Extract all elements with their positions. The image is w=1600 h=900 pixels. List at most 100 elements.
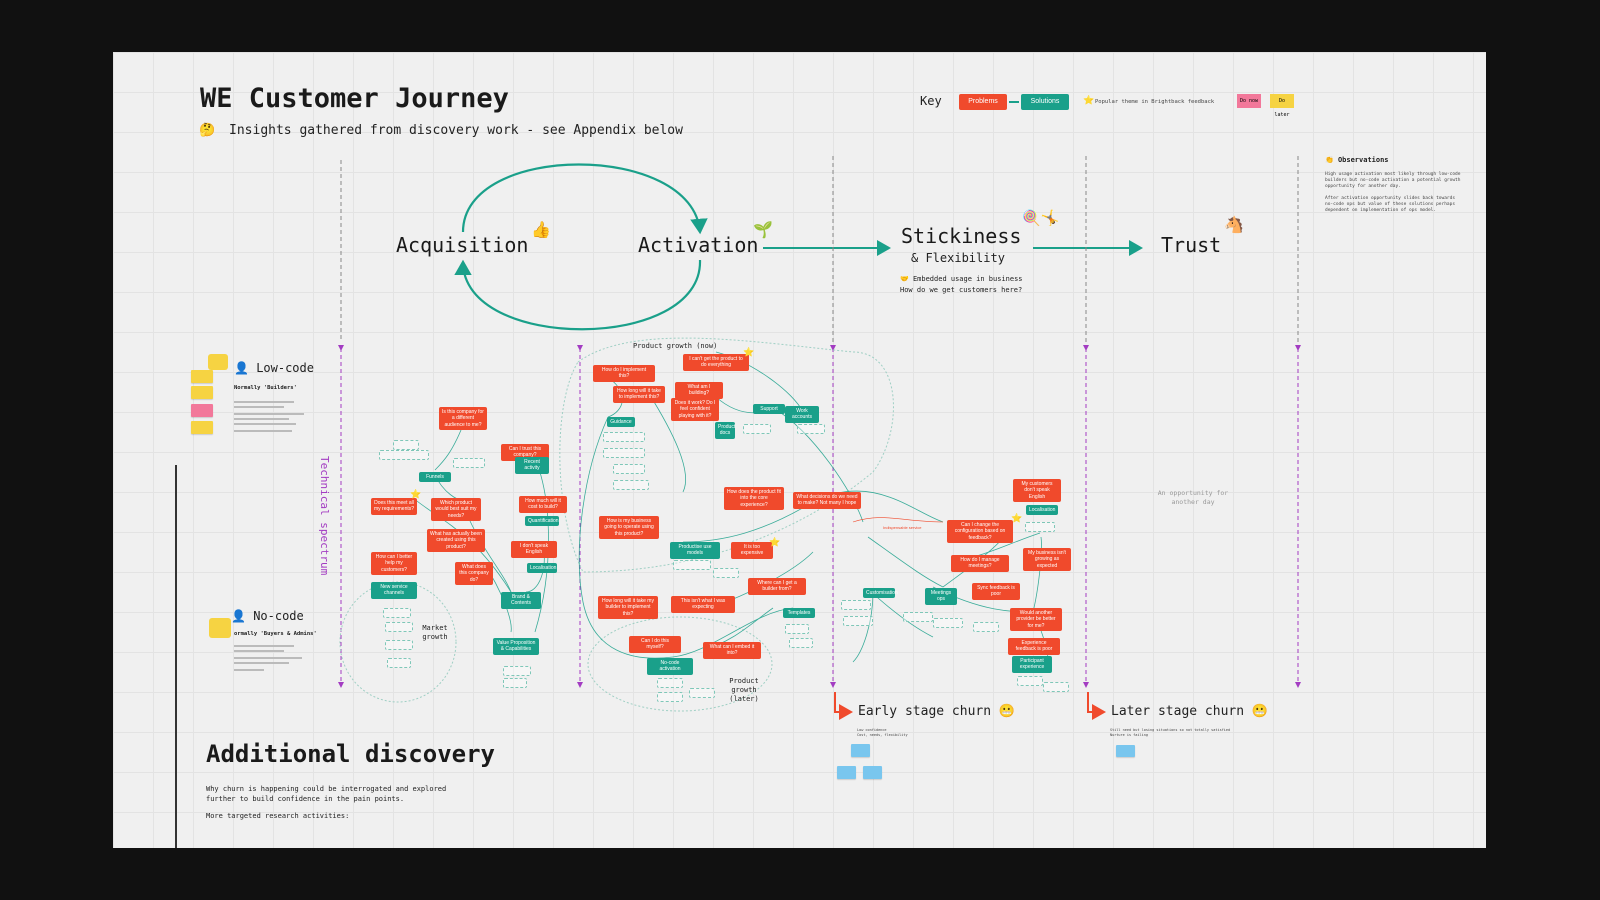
- stage-trust: Trust: [1161, 233, 1222, 257]
- sticky-note[interactable]: [191, 404, 213, 417]
- comment-icon[interactable]: [208, 354, 228, 370]
- placeholder-card[interactable]: [613, 480, 649, 490]
- problem-card[interactable]: Is this company for a different audience…: [439, 407, 487, 430]
- placeholder-card[interactable]: [743, 424, 771, 434]
- problem-card[interactable]: How long will it take my builder to impl…: [598, 596, 658, 619]
- comment-icon[interactable]: [209, 618, 231, 638]
- problem-card[interactable]: It is too expensive: [731, 542, 773, 559]
- placeholder-card[interactable]: [903, 612, 933, 622]
- problem-card[interactable]: Would another provider be better for me?: [1010, 608, 1062, 631]
- solution-card[interactable]: Localisation: [1026, 505, 1058, 516]
- solution-card[interactable]: Brand & Contents: [501, 592, 541, 609]
- solution-card[interactable]: Customisation: [863, 588, 898, 599]
- placeholder-card[interactable]: [1025, 522, 1055, 532]
- problem-card[interactable]: What am I building?: [675, 382, 723, 399]
- problem-card[interactable]: What decisions do we need to make? Not m…: [793, 492, 861, 509]
- sticky-note[interactable]: [851, 744, 870, 757]
- observations-title: 👏 Observations: [1325, 156, 1389, 164]
- placeholder-card[interactable]: [453, 458, 485, 468]
- solution-card[interactable]: No-code activation: [647, 658, 693, 675]
- early-stage-churn: Early stage churn 😬: [858, 704, 1016, 719]
- solution-card[interactable]: Meetings ops: [925, 588, 957, 605]
- solution-card[interactable]: Templates: [783, 608, 815, 619]
- placeholder-card[interactable]: [841, 600, 871, 610]
- problem-card[interactable]: How can I better help my customers?: [371, 552, 417, 575]
- person-icon: 👤: [234, 361, 249, 375]
- problem-card[interactable]: I can't get the product to do everything: [683, 354, 749, 371]
- placeholder-card[interactable]: [613, 464, 645, 474]
- cycle-bottom-arc: [454, 259, 702, 331]
- placeholder-card[interactable]: [673, 560, 711, 570]
- sticky-note[interactable]: [191, 370, 213, 383]
- clap-icon: 👏: [1325, 156, 1334, 164]
- sticky-note[interactable]: [863, 766, 882, 779]
- placeholder-card[interactable]: [603, 432, 645, 442]
- placeholder-card[interactable]: [797, 424, 825, 434]
- placeholder-card[interactable]: [379, 450, 429, 460]
- solution-card[interactable]: Product docs: [715, 422, 735, 439]
- solution-card[interactable]: Funnels: [419, 472, 451, 483]
- placeholder-card[interactable]: [1017, 676, 1043, 686]
- solution-card[interactable]: Localisation: [527, 563, 557, 574]
- problem-card[interactable]: What has actually been created using thi…: [427, 529, 485, 552]
- placeholder-card[interactable]: [843, 616, 873, 626]
- placeholder-card[interactable]: [603, 448, 645, 458]
- placeholder-card[interactable]: [933, 618, 963, 628]
- problem-card[interactable]: Experience feedback is poor: [1008, 638, 1060, 655]
- problem-card[interactable]: Can I trust this company?: [501, 444, 549, 461]
- sticky-note[interactable]: [1116, 745, 1135, 757]
- sticky-note[interactable]: [191, 421, 213, 434]
- placeholder-card[interactable]: [657, 692, 683, 702]
- placeholder-card[interactable]: [1043, 682, 1069, 692]
- sticky-note[interactable]: [191, 386, 213, 399]
- horse-icon: 🐴: [1224, 215, 1244, 234]
- spectrum-line: [175, 465, 177, 848]
- solution-card[interactable]: Quantification: [525, 516, 559, 527]
- problem-card[interactable]: Does it work? Do I feel confident playin…: [671, 398, 719, 421]
- solution-card[interactable]: Participant experience: [1012, 656, 1052, 673]
- star-icon: ⭐: [743, 348, 755, 358]
- placeholder-card[interactable]: [385, 622, 413, 632]
- problem-card[interactable]: How do I manage meetings?: [951, 555, 1009, 572]
- solution-card[interactable]: Guidance: [607, 417, 635, 428]
- problem-card[interactable]: What can I embed it into?: [703, 642, 761, 659]
- placeholder-card[interactable]: [503, 666, 531, 676]
- stage-activation: Activation: [638, 233, 759, 257]
- placeholder-card[interactable]: [785, 624, 809, 634]
- problem-card[interactable]: Sync feedback is poor: [972, 583, 1020, 600]
- placeholder-card[interactable]: [713, 568, 739, 578]
- problem-card[interactable]: How do I implement this?: [593, 365, 655, 382]
- problem-card[interactable]: I don't speak English: [511, 541, 557, 558]
- problem-card[interactable]: This isn't what I was expecting: [671, 596, 735, 613]
- solution-card[interactable]: Work accounts: [785, 406, 819, 423]
- problem-card[interactable]: How long will it take to implement this?: [613, 386, 665, 403]
- problem-card[interactable]: Where can I get a builder from?: [748, 578, 806, 595]
- placeholder-card[interactable]: [393, 440, 419, 450]
- problem-card[interactable]: Can I do this myself?: [629, 636, 681, 653]
- problem-card[interactable]: Which product would best suit my needs?: [431, 498, 481, 521]
- placeholder-card[interactable]: [385, 640, 413, 650]
- problem-card[interactable]: My business isn't growing as expected: [1023, 548, 1071, 571]
- solution-card[interactable]: Productise use models: [670, 542, 720, 559]
- placeholder-card[interactable]: [689, 688, 715, 698]
- placeholder-card[interactable]: [383, 608, 411, 618]
- solution-card[interactable]: Value Proposition & Capabilities: [493, 638, 539, 655]
- placeholder-card[interactable]: [387, 658, 411, 668]
- problem-card[interactable]: How is my business going to operate usin…: [599, 516, 659, 539]
- whiteboard-canvas[interactable]: WE Customer Journey 🤔 Insights gathered …: [113, 52, 1486, 848]
- placeholder-card[interactable]: [973, 622, 999, 632]
- problem-card[interactable]: How much will it cost to build?: [519, 496, 567, 513]
- problem-card[interactable]: My customers don't speak English: [1013, 479, 1061, 502]
- placeholder-card[interactable]: [657, 678, 683, 688]
- placeholder-card[interactable]: [503, 678, 527, 688]
- problem-card[interactable]: How does the product fit into the core e…: [724, 487, 784, 510]
- placeholder-card[interactable]: [789, 638, 813, 648]
- solution-card[interactable]: Recent activity: [515, 457, 549, 474]
- key-solutions: Solutions: [1021, 94, 1069, 110]
- problem-card[interactable]: Does this meet all my requirements?: [371, 498, 417, 515]
- solution-card[interactable]: Support: [753, 404, 785, 415]
- sticky-note[interactable]: [837, 766, 856, 779]
- problem-card[interactable]: Can I change the configuration based on …: [947, 520, 1013, 543]
- problem-card[interactable]: What does this company do?: [455, 562, 493, 585]
- solution-card[interactable]: New service channels: [371, 582, 417, 599]
